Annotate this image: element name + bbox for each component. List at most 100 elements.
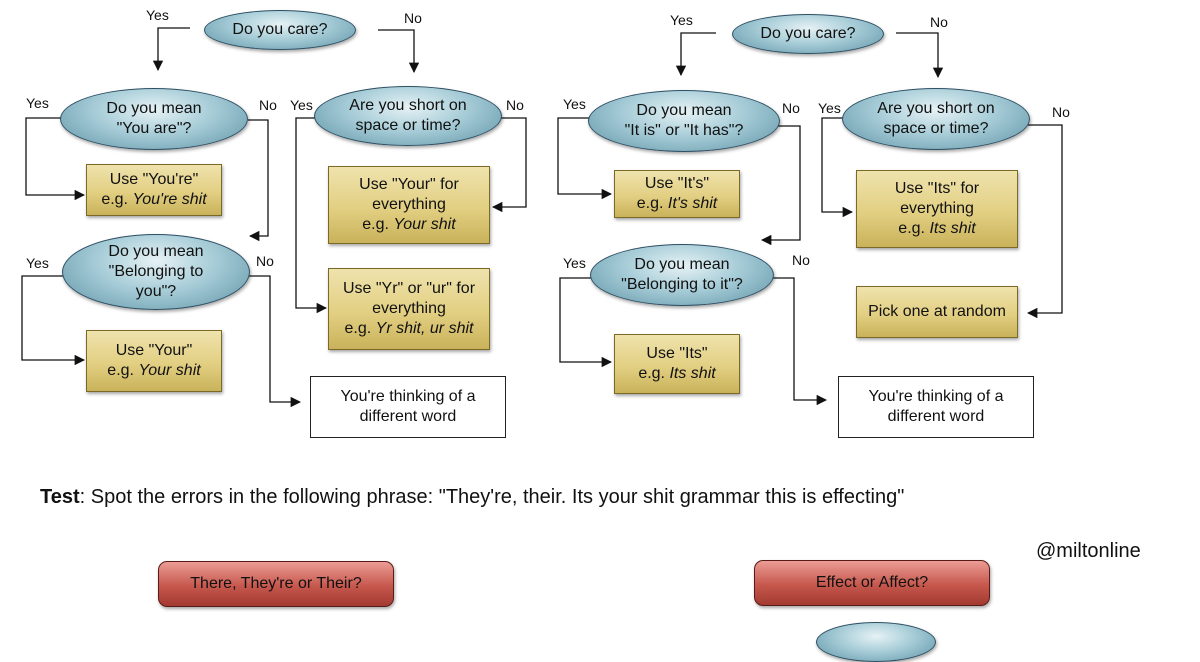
topic-effect-or-affect: Effect or Affect? <box>754 560 990 606</box>
topic-label: Effect or Affect? <box>815 574 929 591</box>
arrow-start2-yes <box>675 32 716 77</box>
arrow-q3b-yes <box>559 277 613 368</box>
answer-line: You're thinking of a <box>340 388 476 405</box>
answer-line: Pick one at random <box>868 303 1006 320</box>
example-prefix: e.g. <box>107 362 139 379</box>
question-belonging-to-it: Do you mean "Belonging to it"? <box>590 244 774 306</box>
answer-use-your-for-everything: Use "Your" for everything e.g. Your shit <box>328 166 490 244</box>
question-you-are: Do you mean "You are"? <box>60 88 248 150</box>
question-short-on-space-2: Are you short on space or time? <box>842 88 1030 150</box>
question-line: "It is" or "It has"? <box>624 122 744 139</box>
answer-line: everything <box>372 300 446 317</box>
answer-use-youre: Use "You're" e.g. You're shit <box>86 164 222 216</box>
question-line: "You are"? <box>116 120 192 137</box>
example-prefix: e.g. <box>101 191 133 208</box>
author-handle: @miltonline <box>1036 540 1141 562</box>
answer-line: You're thinking of a <box>868 388 1004 405</box>
answer-pick-one-at-random: Pick one at random <box>856 286 1018 338</box>
question-line: Do you mean <box>106 100 202 117</box>
arrow-q1-no <box>248 119 269 242</box>
answer-line: Use "Yr" or "ur" for <box>342 280 476 297</box>
question-short-on-space: Are you short on space or time? <box>314 86 502 146</box>
arrow-q3-yes <box>21 275 86 366</box>
arrow-q2b-yes <box>821 117 854 218</box>
label-yes: Yes <box>563 255 586 271</box>
arrow-q3-no <box>248 275 302 408</box>
arrow-q2-no <box>491 117 527 213</box>
question-line: you"? <box>135 283 177 300</box>
answer-line: Use "Your" <box>115 342 193 359</box>
example-prefix: e.g. <box>344 320 376 337</box>
example-text: Yr shit, ur shit <box>375 320 474 337</box>
label-yes: Yes <box>670 12 693 28</box>
label-no: No <box>930 14 948 30</box>
answer-line: Use "Its" <box>646 345 708 362</box>
question-line: Are you short on <box>877 100 995 117</box>
arrow-start2-no <box>896 32 944 79</box>
label-no: No <box>782 100 800 116</box>
label-no: No <box>1052 104 1070 120</box>
answer-different-word: You're thinking of a different word <box>310 376 506 438</box>
test-sentence: Test: Spot the errors in the following p… <box>40 486 904 509</box>
answer-line: Use "Your" for <box>359 176 459 193</box>
question-line: Are you short on <box>349 97 467 114</box>
question-line: Do you mean <box>108 243 204 260</box>
label-yes: Yes <box>290 97 313 113</box>
arrow-start-yes <box>152 27 190 72</box>
question-do-you-care-text: Do you care? <box>232 21 328 38</box>
question-line: Do you mean <box>634 256 730 273</box>
question-line: space or time? <box>883 120 989 137</box>
example-text: Your shit <box>138 362 201 379</box>
label-yes: Yes <box>146 7 169 23</box>
arrow-q1-yes <box>25 117 86 201</box>
label-yes: Yes <box>563 96 586 112</box>
arrow-q3b-no <box>772 277 828 406</box>
arrow-q2b-no <box>1026 124 1063 319</box>
topic-there-theyre-their: There, They're or Their? <box>158 561 394 607</box>
flowchart-connectors <box>21 27 1063 408</box>
test-label: Test <box>40 486 80 508</box>
label-yes: Yes <box>26 95 49 111</box>
arrow-q1b-yes <box>557 117 613 200</box>
answer-line: different word <box>887 408 985 425</box>
question-do-you-care-2: Do you care? <box>732 14 884 54</box>
example-prefix: e.g. <box>362 216 394 233</box>
topic-label: There, They're or Their? <box>190 575 362 592</box>
answer-use-your: Use "Your" e.g. Your shit <box>86 330 222 392</box>
test-text: : Spot the errors in the following phras… <box>79 486 905 508</box>
label-no: No <box>256 253 274 269</box>
arrow-q1b-no <box>760 125 801 246</box>
question-do-you-care-text: Do you care? <box>760 25 856 42</box>
arrow-start-no <box>378 29 420 74</box>
example-text: It's shit <box>667 195 718 212</box>
arrow-q2-yes <box>295 117 328 314</box>
example-prefix: e.g. <box>898 220 930 237</box>
question-line: "Belonging to it"? <box>621 276 743 293</box>
answer-line: Use "You're" <box>109 171 199 188</box>
question-line: "Belonging to <box>108 263 204 280</box>
question-belonging-to-you: Do you mean "Belonging to you"? <box>62 234 250 310</box>
example-text: You're shit <box>132 191 207 208</box>
example-prefix: e.g. <box>638 365 670 382</box>
answer-line: different word <box>359 408 457 425</box>
answer-line: everything <box>372 196 446 213</box>
question-line: Do you mean <box>636 102 732 119</box>
answer-use-its-for-everything: Use "Its" for everything e.g. Its shit <box>856 170 1018 248</box>
question-it-is-or-it-has: Do you mean "It is" or "It has"? <box>588 90 780 152</box>
label-no: No <box>404 10 422 26</box>
answer-use-its: Use "Its" e.g. Its shit <box>614 334 740 394</box>
example-text: Its shit <box>669 365 716 382</box>
question-oval-partial <box>816 622 936 662</box>
answer-line: everything <box>900 200 974 217</box>
answer-line: Use "It's" <box>644 175 710 192</box>
label-yes: Yes <box>26 255 49 271</box>
example-text: Your shit <box>393 216 456 233</box>
answer-different-word-2: You're thinking of a different word <box>838 376 1034 438</box>
answer-use-its-apostrophe: Use "It's" e.g. It's shit <box>614 170 740 218</box>
label-no: No <box>792 252 810 268</box>
example-text: Its shit <box>929 220 976 237</box>
label-no: No <box>506 97 524 113</box>
question-line: space or time? <box>355 117 461 134</box>
answer-line: Use "Its" for <box>894 180 980 197</box>
question-do-you-care: Do you care? <box>204 10 356 50</box>
